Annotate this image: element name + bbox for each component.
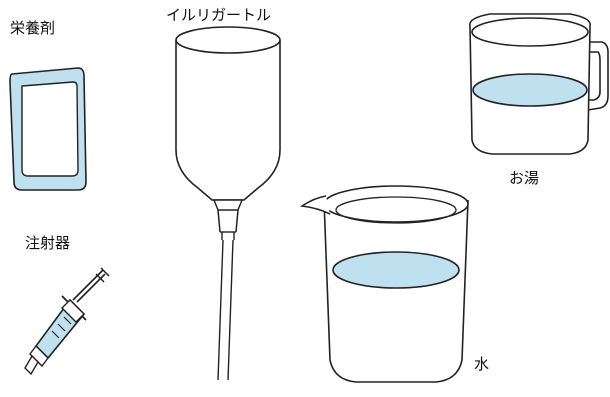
nutrient-pack [9, 67, 87, 191]
syringe [24, 267, 110, 376]
water-pitcher [299, 185, 469, 383]
hot-water-mug [469, 13, 609, 155]
water-label: 水 [474, 355, 490, 373]
syringe-label: 注射器 [25, 234, 71, 252]
irrigator-label: イルリガートル [166, 6, 272, 24]
irrigator [175, 26, 281, 381]
hot-water-label: お湯 [509, 169, 540, 187]
nutrient-label: 栄養剤 [10, 19, 56, 37]
